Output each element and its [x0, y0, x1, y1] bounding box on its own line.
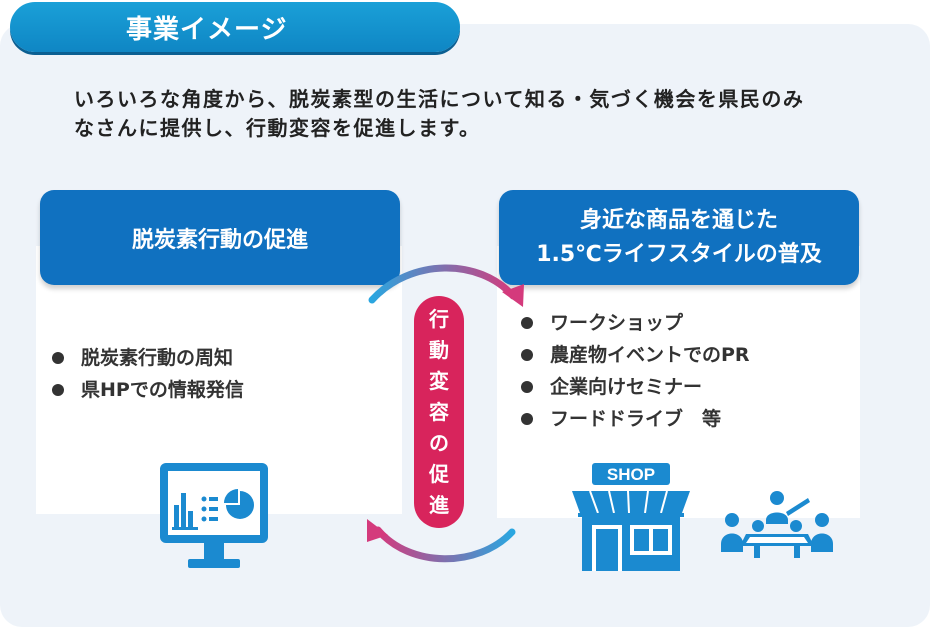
bullet-icon [521, 413, 533, 425]
monitor-chart-icon [160, 463, 268, 568]
shop-icon: SHOP [572, 463, 690, 571]
center-char: 容 [429, 399, 449, 424]
bullet-icon [52, 384, 64, 396]
bullet-icon [521, 381, 533, 393]
center-char: の [429, 430, 449, 455]
list-item-label: ワークショップ [550, 312, 684, 334]
intro-line-1: いろいろな角度から、脱炭素型の生活について知る・気づく機会を県民のみ [74, 87, 805, 111]
right-card-title-line-2: 1.5℃ライフスタイルの普及 [536, 241, 822, 267]
left-card-title: 脱炭素行動の促進 [131, 227, 308, 253]
right-card-title-line-1: 身近な商品を通じた [579, 207, 778, 233]
center-char: 促 [429, 461, 449, 486]
left-card-list: 脱炭素行動の周知 県HPでの情報発信 [52, 342, 244, 406]
center-char: 進 [429, 492, 449, 517]
center-char: 変 [429, 368, 449, 393]
list-item: フードドライブ 等 [521, 403, 750, 435]
bullet-icon [52, 352, 64, 364]
list-item-label: 企業向けセミナー [550, 376, 703, 398]
right-card [497, 246, 860, 518]
right-card-list: ワークショップ 農産物イベントでのPR 企業向けセミナー フードドライブ 等 [521, 307, 750, 435]
shop-sign-text: SHOP [607, 465, 655, 484]
list-item: 脱炭素行動の周知 [52, 342, 244, 374]
bullet-icon [521, 317, 533, 329]
section-title-text: 事業イメージ [126, 14, 288, 45]
list-item-label: フードドライブ 等 [550, 408, 722, 430]
list-item: 県HPでの情報発信 [52, 374, 244, 406]
list-item: 農産物イベントでのPR [521, 339, 750, 371]
bullet-icon [521, 349, 533, 361]
intro-text: いろいろな角度から、脱炭素型の生活について知る・気づく機会を県民のみ なさんに提… [74, 85, 914, 143]
center-char: 行 [429, 306, 449, 331]
right-card-header: 身近な商品を通じた 1.5℃ライフスタイルの普及 [499, 190, 859, 285]
list-item: 企業向けセミナー [521, 371, 750, 403]
left-card-header: 脱炭素行動の促進 [40, 190, 400, 285]
list-item-label: 農産物イベントでのPR [550, 344, 750, 366]
list-item: ワークショップ [521, 307, 750, 339]
meeting-people-icon [721, 491, 833, 558]
list-item-label: 県HPでの情報発信 [81, 379, 244, 401]
center-label: 行 動 変 容 の 促 進 [414, 296, 464, 528]
intro-line-2: なさんに提供し、行動変容を促進します。 [74, 116, 481, 140]
center-char: 動 [429, 337, 449, 362]
section-title: 事業イメージ [10, 2, 460, 52]
list-item-label: 脱炭素行動の周知 [81, 347, 234, 369]
